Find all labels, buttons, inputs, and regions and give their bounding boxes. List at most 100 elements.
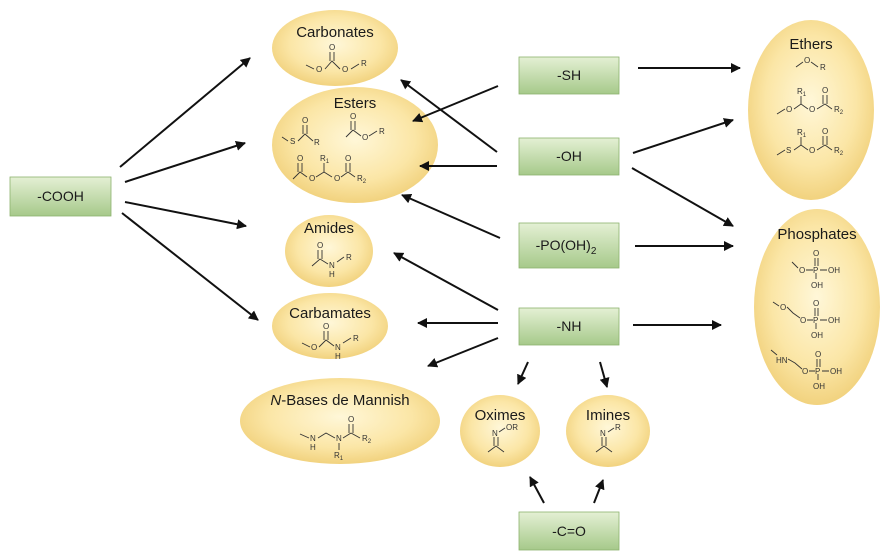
mannich-structure: N H N O R2 R1 — [299, 415, 372, 462]
svg-text:OH: OH — [811, 281, 823, 290]
svg-text:O: O — [822, 86, 828, 95]
svg-text:N: N — [336, 434, 342, 443]
label-oximes: Oximes — [475, 407, 526, 424]
arrow-oh-phosphates — [631, 167, 734, 227]
svg-text:O: O — [348, 415, 354, 424]
ether-methoxy-structure: O R — [795, 56, 826, 72]
svg-text:N: N — [492, 429, 498, 438]
arrow-nh-imines — [599, 361, 610, 388]
arrow-cooh-amides — [124, 201, 247, 230]
svg-text:S: S — [786, 146, 791, 155]
ester-structure: O O R — [345, 112, 385, 142]
label-mannich: N-Bases de Mannish — [270, 392, 409, 409]
arrow-cooh-carbonates — [119, 57, 251, 168]
svg-text:O: O — [786, 105, 792, 114]
svg-text:O: O — [297, 154, 303, 163]
arrow-oh-ethers — [632, 118, 734, 154]
ethers-ellipse — [748, 20, 874, 200]
arrow-cooh-carbamates — [121, 212, 259, 321]
node-oh: -OH — [518, 137, 620, 176]
node-cooh: -COOH — [9, 176, 112, 217]
svg-text:O: O — [342, 65, 348, 74]
svg-text:O: O — [334, 174, 340, 183]
svg-text:-NH: -NH — [557, 318, 582, 334]
svg-text:-C=O: -C=O — [552, 523, 586, 539]
arrow-nh-oximes — [517, 361, 529, 385]
svg-text:R: R — [379, 127, 385, 136]
svg-text:-PO(OH)2: -PO(OH)2 — [536, 237, 597, 257]
svg-text:O: O — [813, 299, 819, 308]
svg-text:OH: OH — [813, 382, 825, 391]
svg-text:OH: OH — [828, 316, 840, 325]
svg-text:R: R — [820, 63, 826, 72]
svg-text:O: O — [815, 350, 821, 359]
svg-text:R1: R1 — [334, 451, 344, 462]
label-ethers: Ethers — [789, 36, 832, 53]
svg-text:OH: OH — [828, 266, 840, 275]
label-carbamates: Carbamates — [289, 305, 371, 322]
svg-text:O: O — [329, 43, 335, 52]
svg-text:OH: OH — [811, 331, 823, 340]
svg-text:R: R — [361, 59, 367, 68]
carbamates-ellipse — [272, 293, 388, 359]
arrow-cooh-esters — [124, 141, 246, 183]
node-nh: -NH — [518, 307, 620, 346]
svg-text:O: O — [780, 303, 786, 312]
arrow-co-oximes — [529, 476, 545, 504]
ether-thio-structure: S O O R1 R2 — [776, 127, 844, 157]
svg-text:O: O — [822, 127, 828, 136]
label-carbonates: Carbonates — [296, 24, 374, 41]
svg-text:N: N — [310, 434, 316, 443]
arrow-nh-mannich — [427, 337, 499, 368]
svg-text:HN: HN — [776, 356, 788, 365]
node-co: -C=O — [518, 511, 620, 551]
svg-text:R1: R1 — [797, 128, 807, 139]
svg-text:R2: R2 — [357, 174, 367, 185]
arrow-nh-amides — [393, 252, 499, 311]
arrow-sh-esters — [412, 85, 499, 123]
phosphate-oxymethyl-structure: O O P O OH OH — [772, 299, 840, 340]
svg-text:N: N — [329, 261, 335, 270]
carbamate-structure: O O N H R — [301, 322, 359, 361]
svg-text:P: P — [815, 367, 820, 376]
phosphate-aminomethyl-structure: HN O P O OH OH — [770, 349, 842, 391]
arrows — [119, 57, 741, 504]
svg-text:OH: OH — [830, 367, 842, 376]
carbonates-ellipse — [272, 10, 398, 86]
svg-text:O: O — [800, 316, 806, 325]
svg-text:R1: R1 — [797, 87, 807, 98]
svg-text:O: O — [799, 266, 805, 275]
label-esters: Esters — [334, 95, 377, 112]
svg-text:-SH: -SH — [557, 67, 581, 83]
label-phosphates: Phosphates — [777, 226, 856, 243]
svg-text:-COOH: -COOH — [37, 188, 84, 204]
svg-text:R: R — [353, 334, 359, 343]
carbonate-structure: O O O R — [305, 43, 367, 74]
svg-text:O: O — [809, 146, 815, 155]
thioester-structure: S O R — [281, 116, 320, 147]
svg-text:O: O — [302, 116, 308, 125]
mannich-ellipse — [240, 378, 440, 464]
acyloxyalkyl-ester-structure: O O O O R1 R2 — [292, 154, 367, 185]
svg-text:O: O — [802, 367, 808, 376]
phosphate-methyl-structure: O P O OH OH — [791, 249, 840, 290]
arrow-po-esters — [401, 194, 501, 239]
arrow-oh-carbonates — [400, 79, 498, 153]
svg-text:O: O — [323, 322, 329, 331]
label-imines: Imines — [586, 407, 630, 424]
imines-ellipse — [566, 395, 650, 467]
svg-text:R: R — [314, 138, 320, 147]
svg-text:H: H — [335, 352, 341, 361]
svg-text:N: N — [600, 429, 606, 438]
svg-text:P: P — [813, 266, 818, 275]
arrow-co-imines — [593, 479, 605, 504]
svg-text:H: H — [329, 270, 335, 279]
imine-structure: N R — [595, 423, 621, 453]
label-amides: Amides — [304, 220, 354, 237]
amides-ellipse — [285, 215, 373, 287]
svg-text:H: H — [310, 443, 316, 452]
svg-text:O: O — [350, 112, 356, 121]
svg-text:R1: R1 — [320, 154, 330, 165]
svg-text:OR: OR — [506, 423, 518, 432]
